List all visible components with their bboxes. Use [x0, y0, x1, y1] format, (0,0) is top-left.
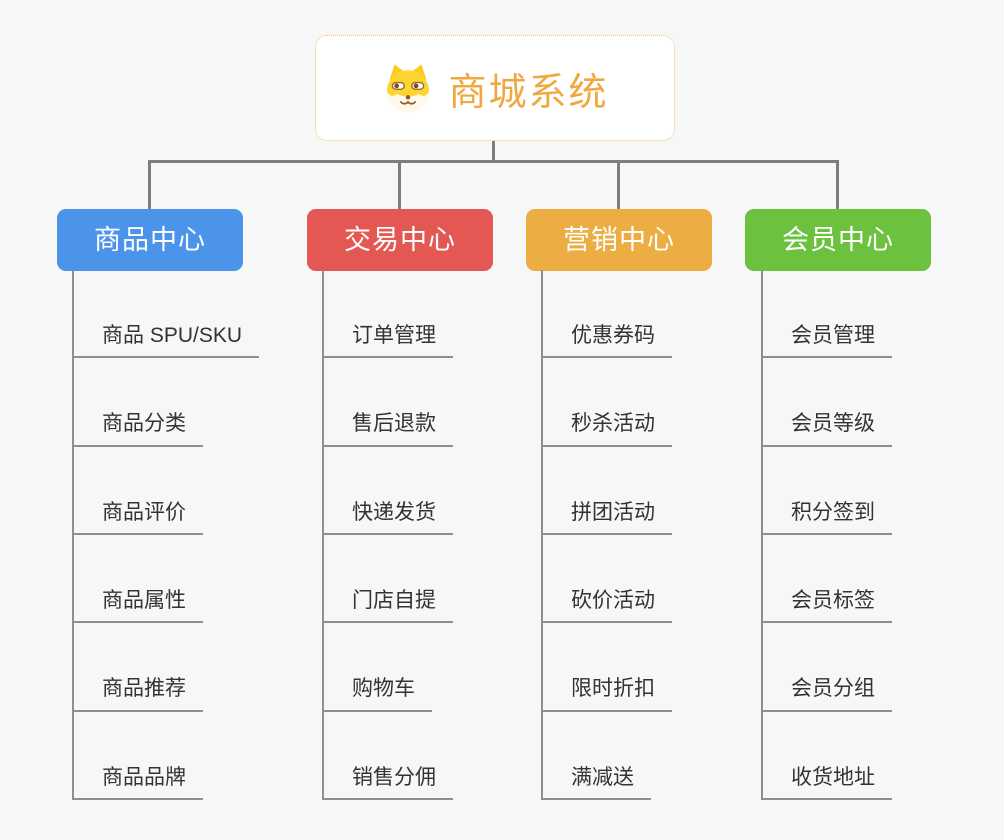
- leaf-slot: 销售分佣: [324, 712, 453, 800]
- leaf-slot: 商品推荐: [74, 623, 259, 712]
- leaf-slot: 商品品牌: [74, 712, 259, 800]
- leaf-slot: 满减送: [543, 712, 672, 800]
- branch-leaves-member: 会员管理会员等级积分签到会员标签会员分组收货地址: [761, 270, 892, 800]
- connector-drop-marketing: [617, 160, 620, 210]
- leaf-slot: 会员等级: [763, 358, 892, 447]
- branch-node-product[interactable]: 商品中心: [57, 209, 243, 271]
- branch-leaves-marketing: 优惠券码秒杀活动拼团活动砍价活动限时折扣满减送: [541, 270, 672, 800]
- leaf-item[interactable]: 积分签到: [763, 500, 892, 535]
- leaf-slot: 砍价活动: [543, 535, 672, 624]
- leaf-item[interactable]: 购物车: [324, 676, 432, 712]
- leaf-item[interactable]: 商品分类: [74, 411, 203, 447]
- leaf-item[interactable]: 秒杀活动: [543, 411, 672, 447]
- leaf-item[interactable]: 拼团活动: [543, 500, 672, 535]
- leaf-slot: 积分签到: [763, 447, 892, 535]
- leaf-item[interactable]: 门店自提: [324, 588, 453, 624]
- leaf-item[interactable]: 会员等级: [763, 411, 892, 447]
- leaf-item[interactable]: 商品 SPU/SKU: [74, 323, 260, 359]
- leaf-slot: 商品 SPU/SKU: [74, 270, 260, 359]
- leaf-slot: 门店自提: [324, 535, 453, 624]
- root-node[interactable]: 商城系统: [315, 35, 675, 141]
- branch-node-marketing[interactable]: 营销中心: [526, 209, 712, 271]
- leaf-item[interactable]: 售后退款: [324, 411, 453, 447]
- leaf-item[interactable]: 商品评价: [74, 500, 203, 535]
- branch-node-member[interactable]: 会员中心: [745, 209, 931, 271]
- connector-drop-member: [836, 160, 839, 210]
- leaf-slot: 会员分组: [763, 623, 892, 712]
- leaf-item[interactable]: 会员分组: [763, 676, 892, 712]
- leaf-slot: 优惠券码: [543, 270, 672, 359]
- leaf-item[interactable]: 砍价活动: [543, 588, 672, 624]
- leaf-item[interactable]: 快递发货: [324, 500, 453, 535]
- leaf-slot: 快递发货: [324, 447, 453, 535]
- leaf-item[interactable]: 订单管理: [324, 323, 453, 359]
- leaf-slot: 商品分类: [74, 358, 259, 447]
- connector-drop-trade: [398, 160, 401, 210]
- leaf-item[interactable]: 限时折扣: [543, 676, 672, 712]
- leaf-slot: 拼团活动: [543, 447, 672, 535]
- leaf-item[interactable]: 商品属性: [74, 588, 203, 624]
- leaf-slot: 限时折扣: [543, 623, 672, 712]
- leaf-item[interactable]: 销售分佣: [324, 765, 453, 800]
- leaf-item[interactable]: 商品品牌: [74, 765, 203, 800]
- connector-horizontal: [148, 160, 839, 163]
- connector-root-stub: [492, 139, 495, 162]
- leaf-slot: 商品评价: [74, 447, 259, 535]
- dog-face-icon: [381, 61, 435, 115]
- root-title: 商城系统: [448, 71, 609, 114]
- leaf-slot: 会员管理: [763, 270, 892, 359]
- leaf-slot: 秒杀活动: [543, 358, 672, 447]
- leaf-slot: 商品属性: [74, 535, 259, 624]
- leaf-item[interactable]: 会员管理: [763, 323, 892, 359]
- leaf-slot: 收货地址: [763, 712, 892, 800]
- branch-leaves-trade: 订单管理售后退款快递发货门店自提购物车销售分佣: [322, 270, 453, 800]
- leaf-item[interactable]: 优惠券码: [543, 323, 672, 359]
- leaf-item[interactable]: 满减送: [543, 765, 651, 800]
- leaf-slot: 订单管理: [324, 270, 453, 359]
- branch-node-trade[interactable]: 交易中心: [307, 209, 493, 271]
- leaf-item[interactable]: 商品推荐: [74, 676, 203, 712]
- branch-leaves-product: 商品 SPU/SKU 商品分类商品评价商品属性商品推荐商品品牌: [72, 270, 260, 800]
- leaf-item[interactable]: 会员标签: [763, 588, 892, 624]
- leaf-slot: 会员标签: [763, 535, 892, 624]
- leaf-slot: 购物车: [324, 623, 453, 712]
- leaf-slot: 售后退款: [324, 358, 453, 447]
- leaf-item[interactable]: 收货地址: [763, 765, 892, 800]
- connector-drop-product: [148, 160, 151, 210]
